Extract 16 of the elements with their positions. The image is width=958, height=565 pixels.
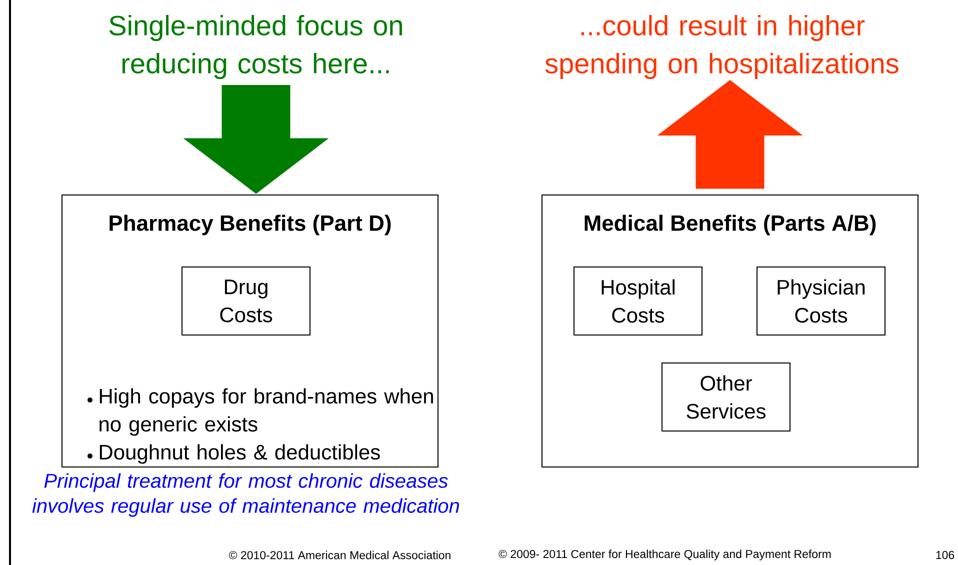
page-number: 106	[936, 550, 954, 560]
footer-text: © 2009- 2011 Center for Healthcare Quality and Payment Reform	[498, 550, 831, 560]
footer-text: © 2010-2011 American Medical Association	[228, 550, 450, 560]
cost-box: Other Services	[662, 362, 790, 432]
bullet-item: High copays for brand-names when no generic exists	[100, 388, 433, 436]
box-title: Pharmacy Benefits (Part D)	[110, 214, 391, 236]
block-arrow	[184, 85, 328, 194]
cost-box: Hospital Costs	[574, 266, 702, 336]
cost-box: Drug Costs	[182, 266, 310, 336]
block-arrow	[658, 80, 802, 189]
cost-box: Physician Costs	[756, 266, 886, 336]
box-title: Medical Benefits (Parts A/B)	[584, 214, 876, 236]
heading-text: Single-minded focus on reducing costs here...	[109, 14, 402, 80]
heading-text: ...could result in higher spending on hospitalizations	[545, 14, 898, 80]
bullet-item: Doughnut holes & deductibles	[100, 444, 380, 464]
caption-text: Principal treatment for most chronic diseases involves regular use of maintenance medication	[32, 473, 459, 517]
